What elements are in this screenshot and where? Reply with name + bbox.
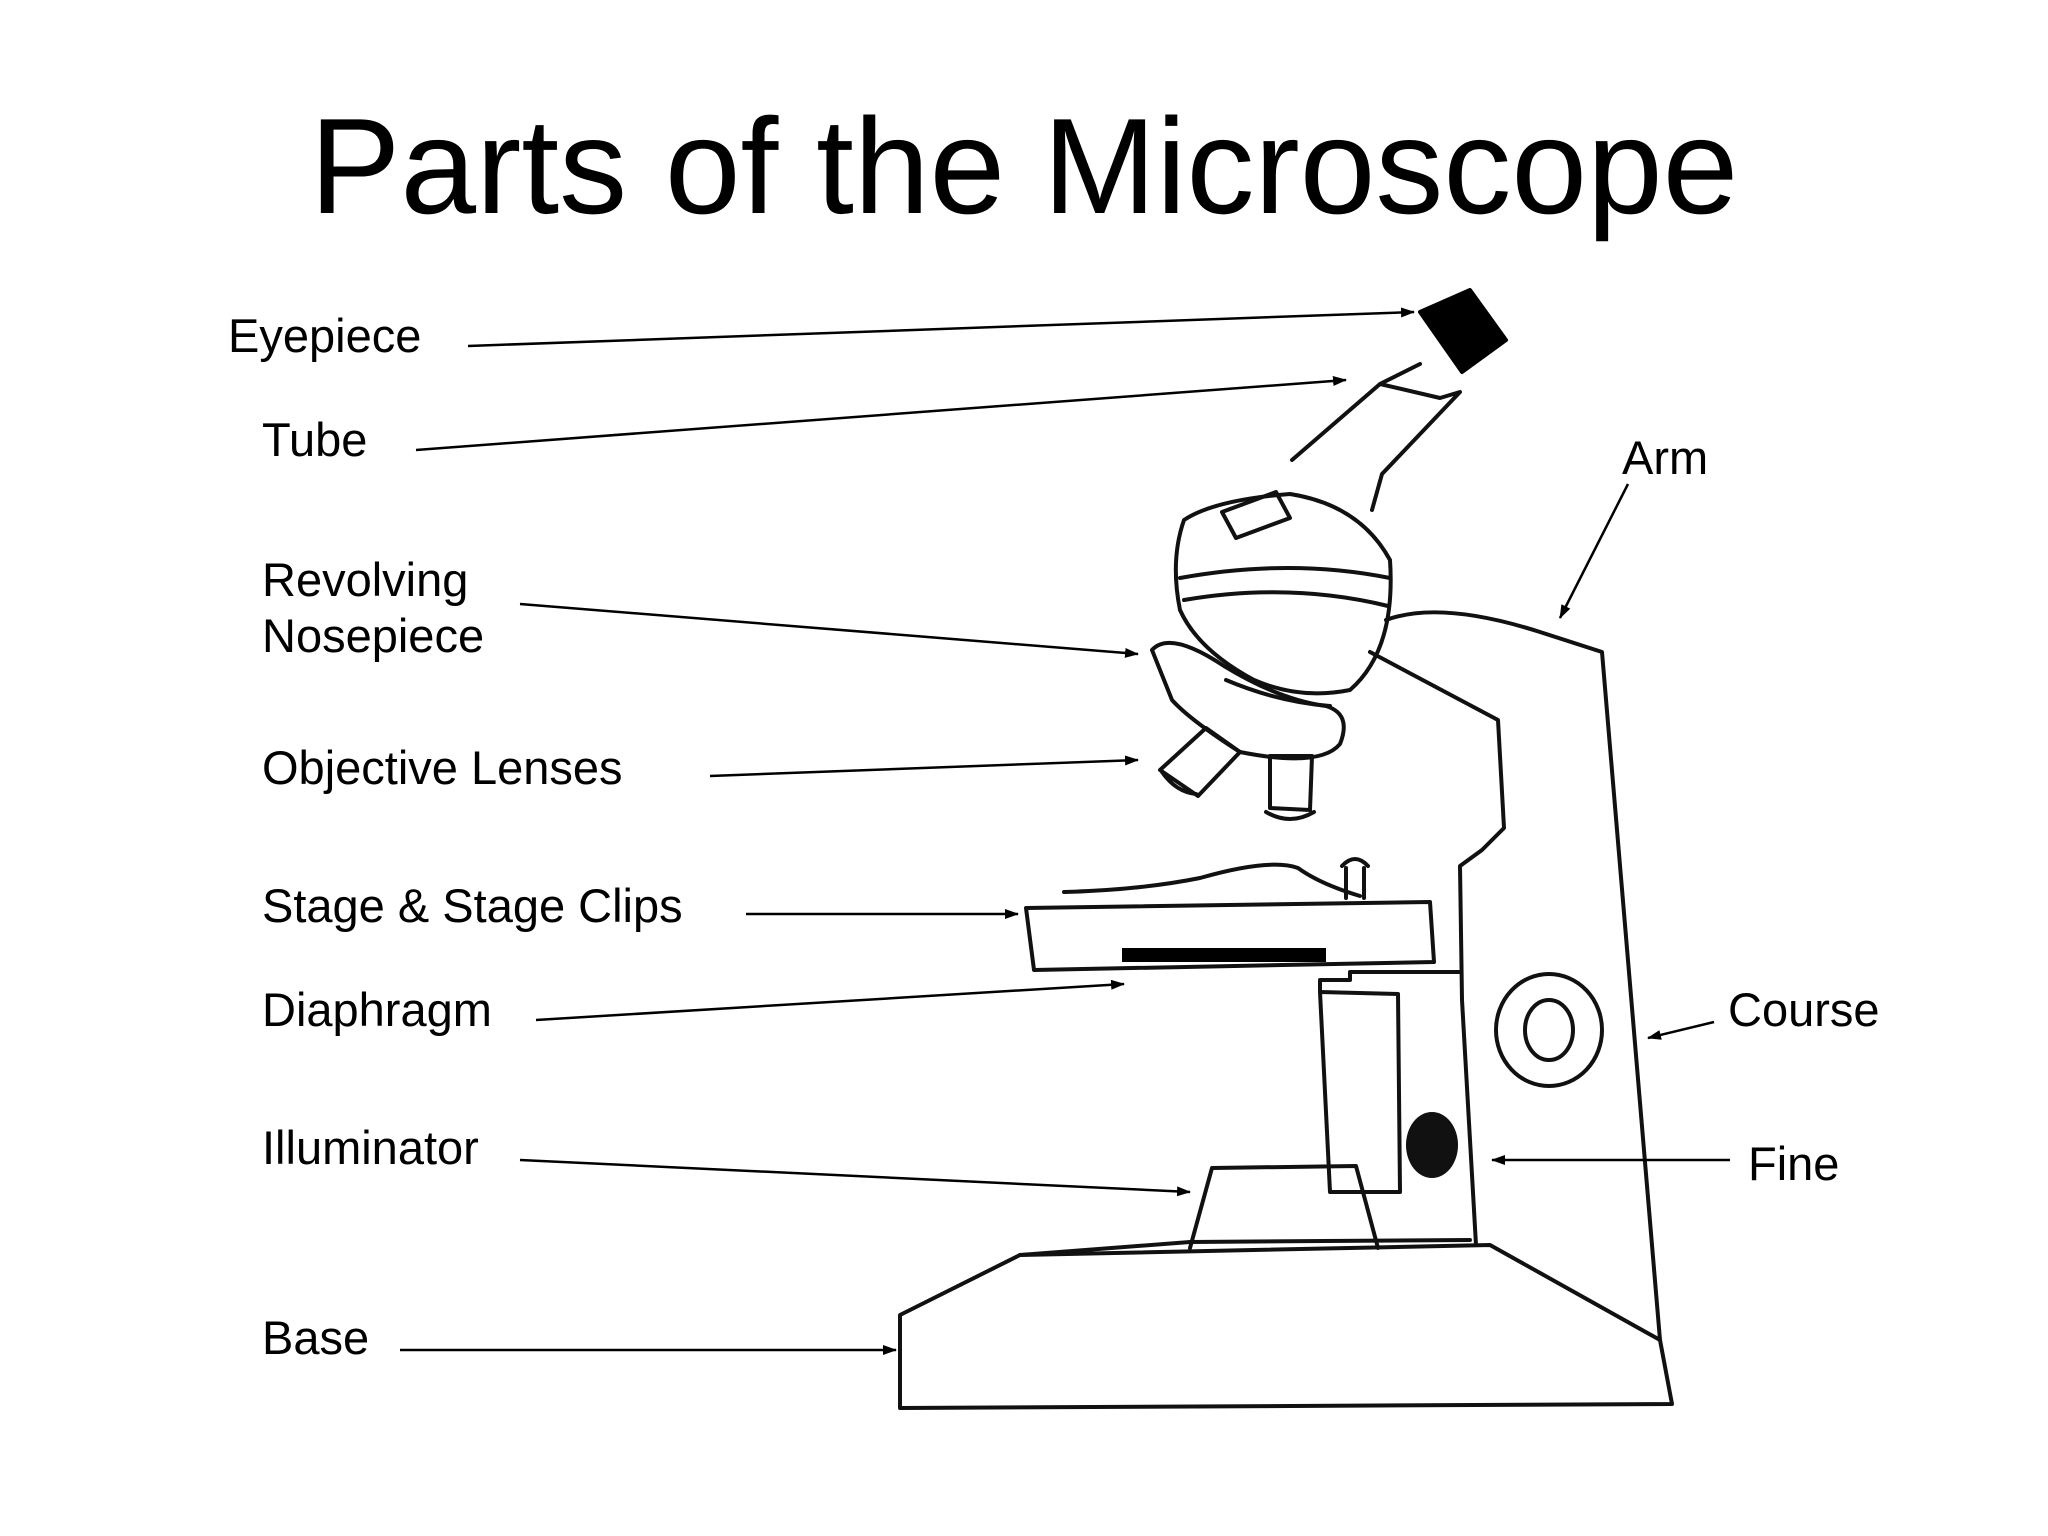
- coarse-focus-knob-inner: [1523, 998, 1575, 1062]
- stage-clip: [1062, 862, 1362, 898]
- stage-support: [1318, 970, 1462, 992]
- objective-lens-right: [1264, 754, 1316, 821]
- objective-lens-left: [1158, 726, 1242, 798]
- label-eyepiece: Eyepiece: [228, 309, 422, 362]
- arm-front: [1368, 650, 1506, 1247]
- stage: [1024, 900, 1436, 972]
- head-band-2: [1182, 590, 1390, 608]
- label-base: Base: [262, 1311, 370, 1364]
- illuminator: [1188, 1164, 1380, 1250]
- head-window: [1220, 490, 1292, 540]
- base-outline: [898, 1243, 1674, 1410]
- label-stage: Stage & Stage Clips: [262, 879, 683, 932]
- head-band-1: [1178, 566, 1392, 580]
- label-diaphragm: Diaphragm: [262, 983, 492, 1036]
- label-revolving-nosepiece-line2: Nosepiece: [262, 609, 485, 663]
- nosepiece-ring: [1224, 678, 1332, 708]
- diaphragm-bar: [1122, 948, 1326, 962]
- label-illuminator: Illuminator: [262, 1121, 479, 1174]
- label-fine: Fine: [1748, 1137, 1840, 1190]
- tube: [1290, 382, 1462, 512]
- arm-back: [1384, 610, 1662, 1342]
- fine-focus-housing: [1318, 990, 1402, 1194]
- leader-eyepiece: [467, 307, 1415, 348]
- leader-diaphragm: [535, 979, 1125, 1022]
- label-revolving-nosepiece-line1: Revolving: [262, 553, 469, 606]
- leader-revolving-nosepiece: [519, 602, 1139, 658]
- label-arm: Arm: [1622, 431, 1709, 484]
- label-tube: Tube: [262, 413, 368, 466]
- leader-illuminator: [519, 1158, 1191, 1197]
- leader-course: [1647, 1020, 1715, 1040]
- fine-focus-knob: [1406, 1112, 1458, 1178]
- label-course: Course: [1728, 983, 1880, 1036]
- microscope-head: [1173, 492, 1393, 696]
- label-revolving-nosepiece: Revolving Nosepiece: [262, 552, 484, 665]
- leader-tube: [415, 375, 1347, 452]
- label-objective-lenses: Objective Lenses: [262, 741, 623, 794]
- leader-objective-lenses: [709, 755, 1139, 778]
- tube-edge: [1378, 362, 1422, 386]
- stage-clip-screw: [1340, 857, 1370, 900]
- page-title: Parts of the Microscope: [309, 90, 1739, 242]
- revolving-nosepiece: [1150, 640, 1346, 761]
- leader-arm: [1558, 483, 1630, 619]
- eyepiece: [1418, 288, 1508, 374]
- coarse-focus-knob-outer: [1494, 972, 1604, 1088]
